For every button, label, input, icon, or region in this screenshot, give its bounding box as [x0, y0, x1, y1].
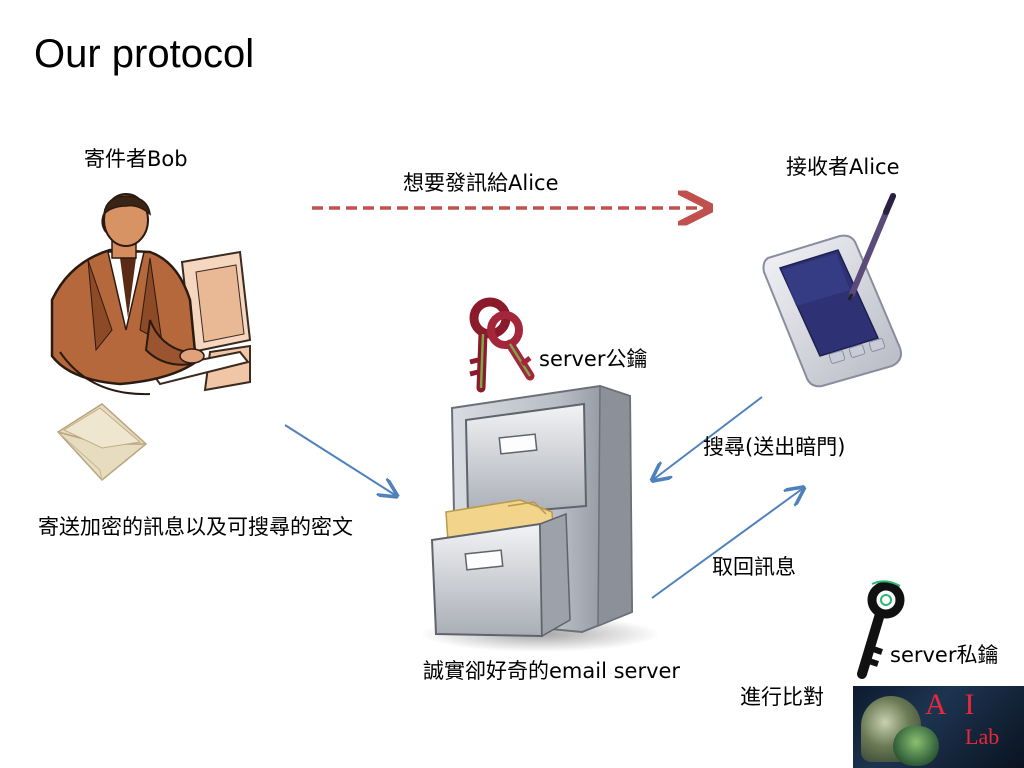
red-keys-icon [469, 297, 535, 393]
search-label: 搜尋(送出暗門) [703, 435, 846, 459]
ai-lab-logo: A I Lab [853, 686, 1024, 768]
logo-ai-text: A I [925, 688, 981, 721]
sender-label: 寄件者Bob [84, 147, 188, 171]
server-public-key-label: server公鑰 [539, 347, 648, 371]
retrieve-arrow [651, 489, 802, 599]
robot-arm-image [893, 726, 939, 766]
compare-label: 進行比對 [740, 685, 824, 709]
server-name-label: 誠實卻好奇的email server [423, 659, 681, 683]
send-encrypted-label: 寄送加密的訊息以及可搜尋的密文 [38, 515, 353, 539]
black-key-icon [857, 580, 905, 679]
file-cabinet-icon [420, 384, 660, 652]
logo-lab-text: Lab [965, 724, 1000, 749]
retrieve-label: 取回訊息 [712, 555, 796, 579]
tablet-stylus-icon [762, 193, 902, 388]
receiver-label: 接收者Alice [786, 155, 900, 179]
envelope-icon [56, 403, 148, 482]
search-arrow [654, 396, 763, 479]
slide-title: Our protocol [34, 32, 255, 76]
send-arrow [284, 424, 395, 495]
businessman-computer-icon [50, 193, 252, 396]
server-private-key-label: server私鑰 [890, 643, 999, 667]
want-send-label: 想要發訊給Alice [403, 171, 559, 195]
